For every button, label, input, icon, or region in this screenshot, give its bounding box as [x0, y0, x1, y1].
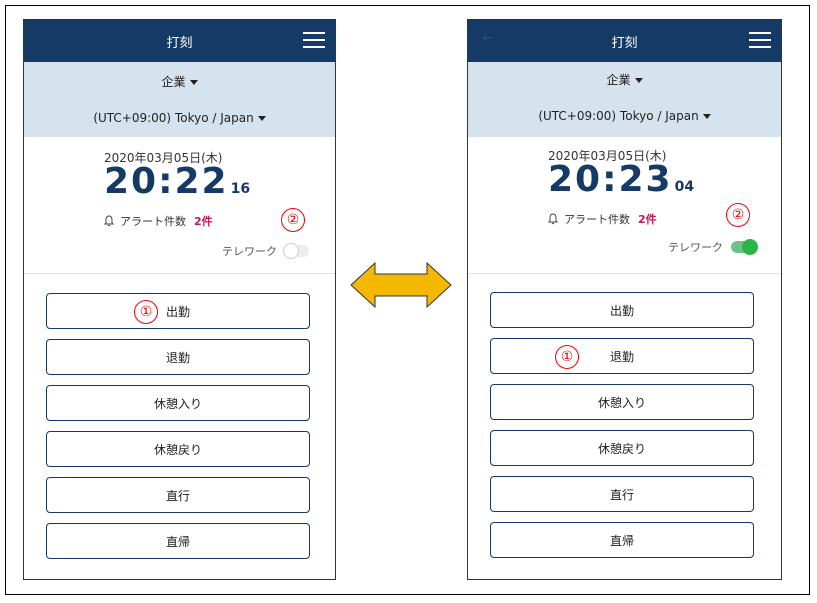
telework-toggle[interactable] [283, 243, 309, 259]
clock-out-button[interactable]: 退勤 ① [490, 338, 754, 374]
timezone-dropdown[interactable]: (UTC+09:00) Tokyo / Japan [468, 109, 781, 123]
time-seconds: 16 [230, 181, 251, 197]
current-date: 2020年03月05日(木) [104, 151, 223, 165]
alert-label: アラート件数 [564, 213, 630, 226]
company-label: 企業 [606, 73, 631, 87]
hamburger-menu-icon[interactable] [303, 32, 325, 48]
current-date: 2020年03月05日(木) [548, 149, 667, 163]
page-title: 打刻 [611, 36, 638, 51]
break-end-button[interactable]: 休憩戻り [46, 431, 310, 467]
company-dropdown[interactable]: 企業 [468, 71, 781, 88]
break-start-button[interactable]: 休憩入り [490, 384, 754, 420]
telework-label: テレワーク [222, 245, 277, 258]
timezone-label: (UTC+09:00) Tokyo / Japan [93, 111, 254, 125]
time-seconds: 04 [674, 179, 695, 195]
time-hm: 20:23 [548, 159, 673, 200]
toggle-knob [742, 239, 758, 255]
telework-toggle[interactable] [731, 239, 758, 255]
alert-count-link[interactable]: アラート件数 2件 [104, 213, 213, 229]
selector-bar: 企業 (UTC+09:00) Tokyo / Japan [24, 62, 335, 137]
caret-down-icon [189, 80, 198, 85]
phone-screen-after: ← 打刻 企業 (UTC+09:00) Tokyo / Japan 2020年0… [467, 19, 782, 580]
break-end-label: 休憩戻り [597, 441, 646, 456]
marker-1: ① [134, 300, 158, 324]
caret-down-icon [257, 116, 266, 121]
direct-return-button[interactable]: 直帰 [490, 522, 754, 558]
break-end-button[interactable]: 休憩戻り [490, 430, 754, 466]
hamburger-menu-icon[interactable] [749, 32, 771, 48]
clock-in-button[interactable]: 出勤 [490, 292, 754, 328]
direct-return-label: 直帰 [609, 533, 634, 548]
marker-2: ② [281, 208, 305, 232]
marker-1: ① [555, 345, 579, 369]
direct-return-label: 直帰 [165, 534, 190, 549]
page-title: 打刻 [166, 36, 193, 51]
direct-go-label: 直行 [609, 487, 634, 502]
time-hm: 20:22 [104, 161, 229, 202]
caret-down-icon [634, 78, 643, 83]
back-arrow-icon[interactable]: ← [482, 30, 494, 46]
timezone-label: (UTC+09:00) Tokyo / Japan [538, 109, 699, 123]
break-end-label: 休憩戻り [153, 442, 202, 457]
punch-button-list: 出勤 ① 退勤 休憩入り 休憩戻り 直行 直帰 [46, 293, 310, 569]
direct-go-button[interactable]: 直行 [46, 477, 310, 513]
alert-count: 2件 [638, 213, 657, 226]
marker-2: ② [726, 203, 750, 227]
app-header: ← 打刻 [468, 20, 781, 62]
break-start-label: 休憩入り [597, 395, 646, 410]
selector-bar: 企業 (UTC+09:00) Tokyo / Japan [468, 62, 781, 137]
phone-screen-before: 打刻 企業 (UTC+09:00) Tokyo / Japan 2020年03月… [23, 19, 336, 580]
app-header: 打刻 [24, 20, 335, 62]
alert-count-link[interactable]: アラート件数 2件 [548, 211, 657, 227]
telework-switch[interactable]: テレワーク [222, 243, 309, 259]
clock-in-label: 出勤 [609, 303, 634, 318]
clock-out-button[interactable]: 退勤 [46, 339, 310, 375]
telework-switch[interactable]: テレワーク [668, 239, 758, 255]
direct-return-button[interactable]: 直帰 [46, 523, 310, 559]
bell-icon [548, 213, 558, 225]
punch-button-list: 出勤 退勤 ① 休憩入り 休憩戻り 直行 直帰 [490, 292, 754, 568]
clock-in-button[interactable]: 出勤 ① [46, 293, 310, 329]
direct-go-label: 直行 [165, 488, 190, 503]
alert-count: 2件 [194, 215, 213, 228]
company-dropdown[interactable]: 企業 [24, 73, 335, 90]
toggle-knob [283, 243, 299, 259]
clock-out-label: 退勤 [609, 349, 634, 364]
figure-frame [5, 5, 810, 595]
break-start-button[interactable]: 休憩入り [46, 385, 310, 421]
alert-label: アラート件数 [120, 215, 186, 228]
direct-go-button[interactable]: 直行 [490, 476, 754, 512]
clock-in-label: 出勤 [165, 304, 190, 319]
company-label: 企業 [161, 75, 186, 89]
telework-label: テレワーク [668, 241, 723, 254]
caret-down-icon [702, 114, 711, 119]
timezone-dropdown[interactable]: (UTC+09:00) Tokyo / Japan [24, 111, 335, 125]
bell-icon [104, 215, 114, 227]
double-arrow-icon [350, 261, 452, 309]
break-start-label: 休憩入り [153, 396, 202, 411]
clock-out-label: 退勤 [165, 350, 190, 365]
